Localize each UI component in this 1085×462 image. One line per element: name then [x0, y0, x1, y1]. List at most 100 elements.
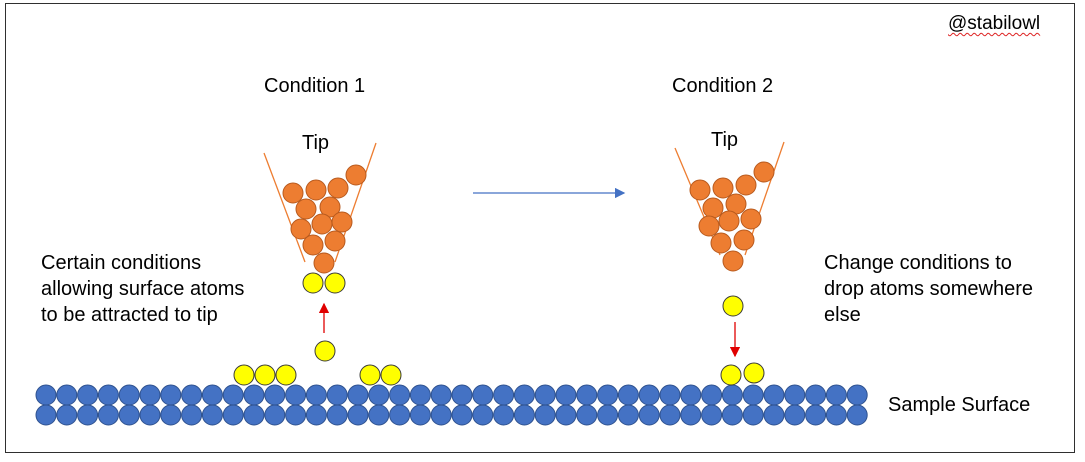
surface-atom [368, 404, 390, 426]
surface-atom [493, 404, 515, 426]
surface-atom [35, 384, 57, 406]
surface-adatom [359, 364, 381, 386]
surface-atom [555, 404, 577, 426]
tip-1-atom [327, 177, 349, 199]
surface-atom [97, 384, 119, 406]
surface-atom [701, 404, 723, 426]
tip-2-atom [735, 174, 757, 196]
surface-atom [285, 384, 307, 406]
tip-1-label: Tip [302, 132, 330, 154]
deposited-atom [720, 364, 742, 386]
surface-atom [389, 404, 411, 426]
condition-2-label: Condition 2 [672, 75, 774, 97]
surface-atom [784, 384, 806, 406]
surface-atom [409, 384, 431, 406]
surface-atom [264, 404, 286, 426]
surface-atom [160, 404, 182, 426]
surface-atom [576, 384, 598, 406]
surface-atom [451, 384, 473, 406]
surface-atom [763, 404, 785, 426]
sample-surface [35, 384, 868, 426]
surface-atom [638, 384, 660, 406]
surface-atom [347, 384, 369, 406]
surface-adatom [380, 364, 402, 386]
surface-atom [139, 404, 161, 426]
surface-adatom [233, 364, 255, 386]
sample-surface-label: Sample Surface [888, 394, 1031, 416]
author-watermark: @stabilowl [948, 13, 1041, 34]
diagram-frame [5, 3, 1075, 453]
surface-atom [555, 384, 577, 406]
tip-2-atom [733, 229, 755, 251]
dropping-atom [722, 295, 744, 317]
surface-atom [597, 404, 619, 426]
surface-atom [825, 384, 847, 406]
surface-atom [139, 384, 161, 406]
surface-atom [742, 404, 764, 426]
surface-atom [326, 384, 348, 406]
surface-atom [430, 384, 452, 406]
tip-2-atom [740, 208, 762, 230]
surface-atom [285, 404, 307, 426]
surface-atom [118, 384, 140, 406]
picked-up-atom [302, 272, 324, 294]
surface-atom [721, 404, 743, 426]
tip-1-atom [305, 179, 327, 201]
surface-atom [784, 404, 806, 426]
surface-atom [243, 384, 265, 406]
surface-atom [742, 384, 764, 406]
surface-atom [534, 404, 556, 426]
surface-atom [493, 384, 515, 406]
condition-1-description: Certain conditions allowing surface atom… [41, 252, 245, 326]
tip-1-atom [302, 234, 324, 256]
tip-2-label: Tip [711, 129, 739, 151]
tip-2-atom [753, 161, 775, 183]
surface-adatom [275, 364, 297, 386]
surface-atom [659, 404, 681, 426]
surface-atom [846, 404, 868, 426]
tip-1-atom [319, 196, 341, 218]
tip-1-atom [324, 230, 346, 252]
tip-2-atom [689, 179, 711, 201]
surface-atom [617, 404, 639, 426]
surface-atom [659, 384, 681, 406]
surface-atom [680, 384, 702, 406]
surface-atom [160, 384, 182, 406]
surface-atom [701, 384, 723, 406]
condition-2-description: Change conditions to drop atoms somewher… [824, 252, 1033, 326]
surface-atom [472, 404, 494, 426]
surface-atom [825, 404, 847, 426]
surface-atom [472, 384, 494, 406]
tip-1-atom [311, 213, 333, 235]
surface-atom [56, 404, 78, 426]
surface-adatom [254, 364, 276, 386]
tip-1-atom [290, 218, 312, 240]
surface-atom [368, 384, 390, 406]
surface-atom [409, 404, 431, 426]
surface-atom [222, 404, 244, 426]
surface-atom [181, 404, 203, 426]
adsorbed-atoms [233, 272, 765, 386]
tip-1-outline-left [263, 152, 306, 263]
surface-atom [77, 404, 99, 426]
surface-atom [389, 384, 411, 406]
tip-2-atom [712, 177, 734, 199]
surface-atom [763, 384, 785, 406]
surface-atom [513, 404, 535, 426]
surface-atom [118, 404, 140, 426]
tip-2-atom [698, 215, 720, 237]
tip-1-atom [331, 211, 353, 233]
surface-atom [534, 384, 556, 406]
surface-atom [201, 404, 223, 426]
surface-atom [326, 404, 348, 426]
picked-up-atom [324, 272, 346, 294]
surface-atom [222, 384, 244, 406]
surface-atom [805, 384, 827, 406]
surface-atom [35, 404, 57, 426]
surface-atom [305, 404, 327, 426]
tip-2-atom [718, 210, 740, 232]
tip-2-atom [710, 232, 732, 254]
arrows [318, 187, 741, 358]
surface-atom [201, 384, 223, 406]
